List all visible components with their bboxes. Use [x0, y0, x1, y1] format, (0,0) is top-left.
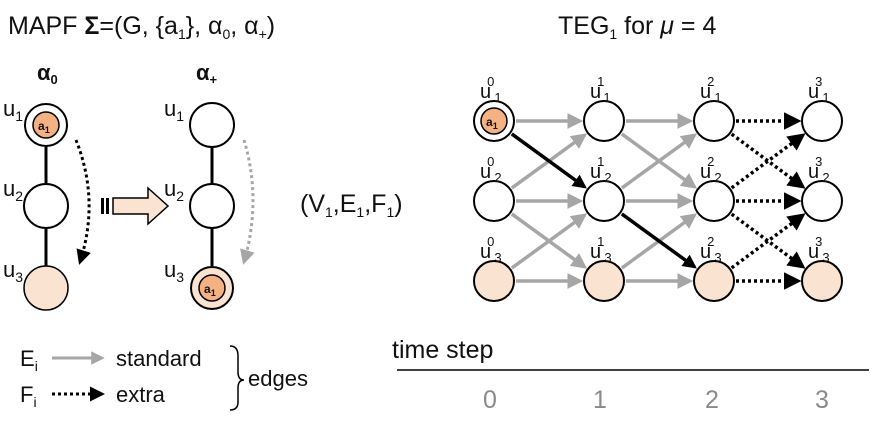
graph-alphaplus: a1 u1 u2 u3	[164, 96, 255, 310]
timeline: time step 0 1 2 3	[392, 336, 869, 414]
teg-node-u3-t0	[473, 260, 515, 302]
extra-edge	[730, 213, 806, 270]
path-edge	[620, 212, 697, 269]
legend: Ei standard Fi extra edges	[20, 345, 308, 411]
teg-agent-token	[480, 107, 508, 135]
mapf-title: MAPF Σ=(G, {a1}, α0, α+)	[8, 12, 275, 42]
extra-edge	[730, 133, 806, 190]
standard-edge	[510, 213, 588, 270]
teg-node-label: u11	[590, 74, 611, 105]
timeline-tick-1: 1	[593, 386, 607, 414]
node-label-u3: u3	[3, 257, 23, 285]
teg-node-u2-t0	[473, 180, 515, 222]
teg-title: TEG1 for μ = 4	[558, 12, 716, 42]
node-label-u3: u3	[164, 257, 184, 285]
goal-move-arrow	[240, 139, 255, 265]
transition-arrow	[101, 186, 170, 226]
node-label-u2: u2	[164, 176, 184, 204]
node-label-u1: u1	[164, 96, 184, 124]
teg-node-label: u33	[808, 234, 830, 265]
teg-node-label: u02	[480, 154, 502, 185]
agent-token	[32, 111, 60, 139]
legend-standard-label: standard	[116, 346, 202, 371]
agent-label: a1	[38, 119, 50, 135]
timeline-tick-0: 0	[483, 386, 497, 414]
teg-node-label: u12	[590, 154, 612, 185]
teg-node-label: u31	[808, 74, 830, 105]
teg-node-u2-t1	[583, 180, 625, 222]
teg-node-u2-t3	[801, 180, 843, 222]
alphaplus-label: α+	[196, 60, 218, 87]
teg-node-u3-t3	[801, 260, 843, 302]
legend-extra-symbol: Fi	[20, 382, 37, 410]
graph-alpha0: a1 u1 u2 u3	[3, 96, 91, 311]
node-u2	[189, 183, 235, 229]
teg-node-u3-t1	[583, 260, 625, 302]
legend-group-label: edges	[248, 366, 308, 391]
teg-node-label: u03	[480, 234, 502, 265]
node-u2	[23, 183, 69, 229]
teg-node-u2-t2	[693, 180, 735, 222]
agent-move-arrow	[74, 139, 91, 265]
timeline-tick-3: 3	[815, 386, 829, 414]
legend-brace	[229, 345, 245, 411]
teg-tuple: (V1,E1,F1)	[300, 190, 403, 220]
teg-node-u1-t3	[801, 100, 843, 142]
teg-node-label: u23	[700, 234, 722, 265]
teg-node-label: u22	[700, 154, 722, 185]
alpha0-label: α0	[37, 60, 58, 87]
teg-nodes: u01 u02 u03 u11 u12 u13 u21 u22 u23 u31 u32 u33 a1	[473, 74, 843, 302]
node-u3-goal	[23, 265, 69, 311]
teg-node-u3-t2	[693, 260, 735, 302]
teg-node-label: u13	[590, 234, 612, 265]
teg-node-label: u01	[480, 74, 502, 105]
legend-extra-label: extra	[116, 382, 166, 407]
node-label-u2: u2	[3, 176, 23, 204]
agent-token	[198, 274, 226, 302]
teg-node-u1-t1	[583, 100, 625, 142]
legend-standard-symbol: Ei	[20, 346, 38, 374]
timeline-label: time step	[392, 336, 493, 364]
teg-node-u1-t2	[693, 100, 735, 142]
teg-node-label: u32	[808, 154, 830, 185]
teg-node-label: u21	[700, 74, 722, 105]
teg-agent-label: a1	[486, 115, 498, 131]
teg-edges	[510, 112, 806, 290]
node-label-u1: u1	[3, 96, 23, 124]
timeline-tick-2: 2	[705, 386, 719, 414]
standard-edge	[620, 133, 698, 190]
node-u1	[189, 102, 235, 148]
path-edge	[510, 132, 587, 189]
agent-label: a1	[204, 282, 216, 298]
